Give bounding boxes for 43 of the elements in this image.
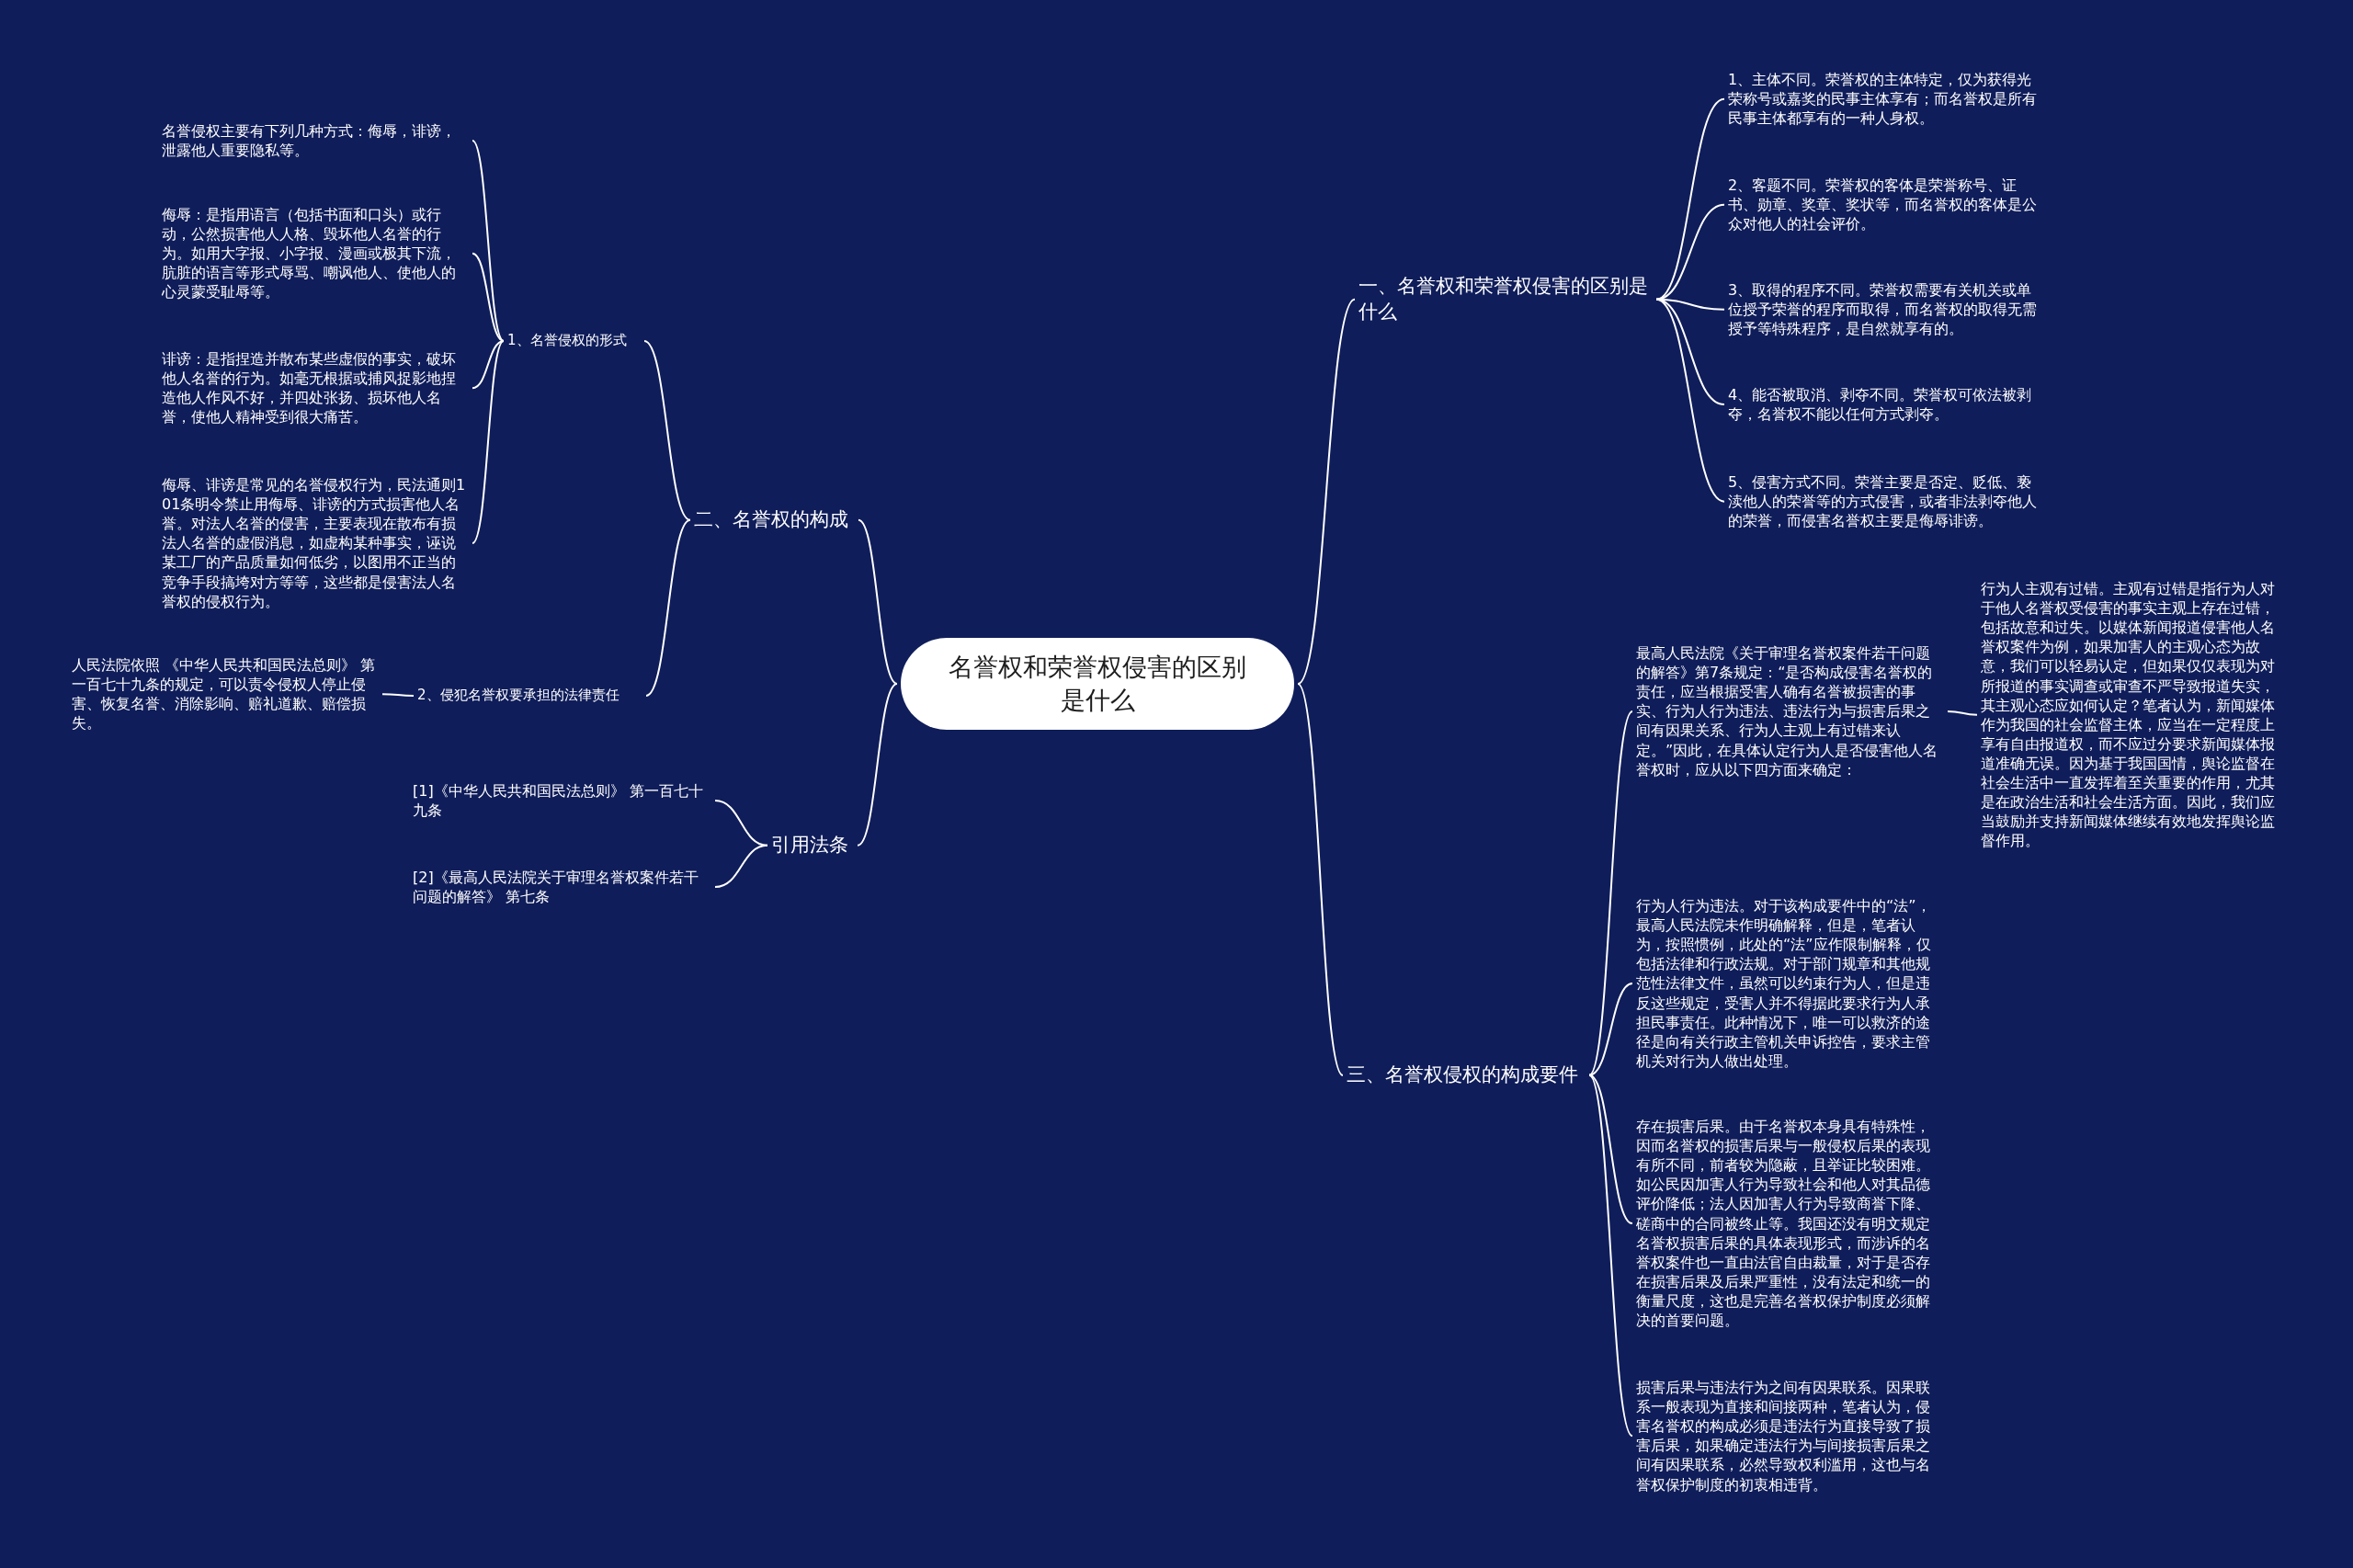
connector-line [643,339,691,521]
note-text: 4、能否被取消、剥夺不同。荣誉权可依法被剥夺，名誉权不能以任何方式剥夺。 [1728,385,2045,425]
connector-line [645,518,691,697]
connector-line [472,339,505,390]
branch-label: 三、名誉权侵权的构成要件 [1347,1062,1586,1088]
subtopic-label: 1、名誉侵权的形式 [507,332,641,350]
connector-line [1947,710,1978,716]
note-text: 2、客题不同。荣誉权的客体是荣誉称号、证书、勋章、奖章、奖状等，而名誉权的客体是公众对他人的社会评价。 [1728,176,2045,234]
connector-line [1655,298,1725,503]
note-text: [1]《中华人民共和国民法总则》 第一百七十九条 [413,781,711,821]
note-text: 诽谤：是指捏造并散布某些虚假的事实，破坏他人名誉的行为。如毫无根据或捕风捉影地捏造他人作风不好，并四处张扬、损坏他人名誉，使他人精神受到很大痛苦。 [162,349,469,427]
connector-line [472,252,505,342]
note-text: 1、主体不同。荣誉权的主体特定，仅为获得光荣称号或嘉奖的民事主体享有；而名誉权是所有民事主体都享有的一种人身权。 [1728,70,2045,129]
note-text: 存在损害后果。由于名誉权本身具有特殊性，因而名誉权的损害后果与一般侵权后果的表现有所不同，前者较为隐蔽，且举证比较困难。如公民因加害人行为导致社会和他人对其品德评价降低；法人因加害人行为导致商誉下降、磋商中的合同被终止等。我国还没有明文规定名誉权损害后果的具体表现形式，而涉诉的名誉权案件也一直由法官自由裁量，对于是否存在损害后果及后果严重性，没有法定和统一的衡量尺度，这也是完善名誉权保护制度必须解决的首要问题。 [1636,1117,1944,1331]
note-text: 名誉侵权主要有下列几种方式：侮辱，诽谤，泄露他人重要隐私等。 [162,121,469,161]
connector-line [472,339,505,544]
connector-line [714,844,768,889]
note-text: [2]《最高人民法院关于审理名誉权案件若干问题的解答》 第七条 [413,868,711,907]
central-topic: 名誉权和荣誉权侵害的区别是什么 [901,638,1294,730]
note-text: 最高人民法院《关于审理名誉权案件若干问题的解答》第7条规定：“是否构成侵害名誉权的责任，应当根据受害人确有名誉被损害的事实、行为人行为违法、违法行为与损害后果之间有因果关系、行为人主观上有过错来认定。”因此，在具体认定行为人是否侵害他人名誉权时，应从以下四方面来确定： [1636,643,1944,779]
note-text: 侮辱：是指用语言（包括书面和口头）或行动，公然损害他人人格、毁坏他人名誉的行为。如用大字报、小字报、漫画或极其下流，肮脏的语言等形式辱骂、嘲讽他人、使他人的心灵蒙受耻辱等。 [162,205,469,302]
connector-line [472,140,505,342]
connector-line [1588,983,1633,1076]
connector-line [1588,1074,1633,1225]
note-text: 损害后果与违法行为之间有因果联系。因果联系一般表现为直接和间接两种，笔者认为，侵害名誉权的构成必须是违法行为直接导致了损害后果，如果确定违法行为与间接损害后果之间有因果联系，必然导致权利滥用，这也与名誉权保护制度的初衷相违背。 [1636,1378,1944,1494]
note-text: 5、侵害方式不同。荣誉主要是否定、贬低、亵渎他人的荣誉等的方式侵害，或者非法剥夺他人的荣誉，而侵害名誉权主要是侮辱诽谤。 [1728,472,2045,531]
connector-line [858,518,898,685]
connector-line [1297,298,1356,685]
connector-line [1655,97,1725,301]
connector-line [1297,683,1344,1076]
branch-label: 引用法条 [771,833,854,858]
connector-line [1588,1074,1633,1437]
note-text: 侮辱、诽谤是常见的名誉侵权行为，民法通则101条明令禁止用侮辱、诽谤的方式损害他人名誉。对法人名誉的侵害，主要表现在散布有损法人名誉的虚假消息，如虚构某种事实，诬说某工厂的产品质量如何低劣，以图用不正当的竞争手段搞垮对方等等，这些都是侵害法人名誉权的侵权行为。 [162,475,469,611]
connector-line [1588,710,1633,1076]
branch-label: 一、名誉权和荣誉权侵害的区别是什么 [1358,274,1653,325]
note-text: 行为人主观有过错。主观有过错是指行为人对于他人名誉权受侵害的事实主观上存在过错，包括故意和过失。以媒体新闻报道侵害他人名誉权案件为例，如果加害人的主观心态为故意，我们可以轻易认定，但如果仅仅表现为对所报道的事实调查或审查不严导致报道失实，其主观心态应如何认定？笔者认为，新闻媒体作为我国的社会监督主体，应当在一定程度上享有自由报道权，而不应过分要求新闻媒体报道准确无误。因为基于我国国情，舆论监督在社会生活中一直发挥着至关重要的作用，尤其是在政治生活和社会生活方面。因此，我们应当鼓励并支持新闻媒体继续有效地发挥舆论监督作用。 [1981,579,2289,851]
branch-label: 二、名誉权的构成 [694,507,855,533]
connector-line [857,683,898,846]
note-text: 3、取得的程序不同。荣誉权需要有关机关或单位授予荣誉的程序而取得，而名誉权的取得无需授予等特殊程序，是自然就享有的。 [1728,280,2045,339]
note-text: 行为人行为违法。对于该构成要件中的“法”，最高人民法院未作明确解释，但是，笔者认为，按照惯例，此处的“法”应作限制解释，仅包括法律和行政法规。对于部门规章和其他规范性法律文件，虽然可以约束行为人，但是违反这些规定，受害人并不得据此要求行为人承担民事责任。此种情况下，唯一可以救济的途径是向有关行政主管机关申诉控告，要求主管机关对行为人做出处理。 [1636,896,1944,1071]
note-text: 人民法院依照 《中华人民共和国民法总则》 第一百七十九条的规定，可以责令侵权人停止侵害、恢复名誉、消除影响、赔礼道歉、赔偿损失。 [72,655,379,733]
subtopic-label: 2、侵犯名誉权要承担的法律责任 [417,687,642,705]
connector-line [381,693,415,697]
